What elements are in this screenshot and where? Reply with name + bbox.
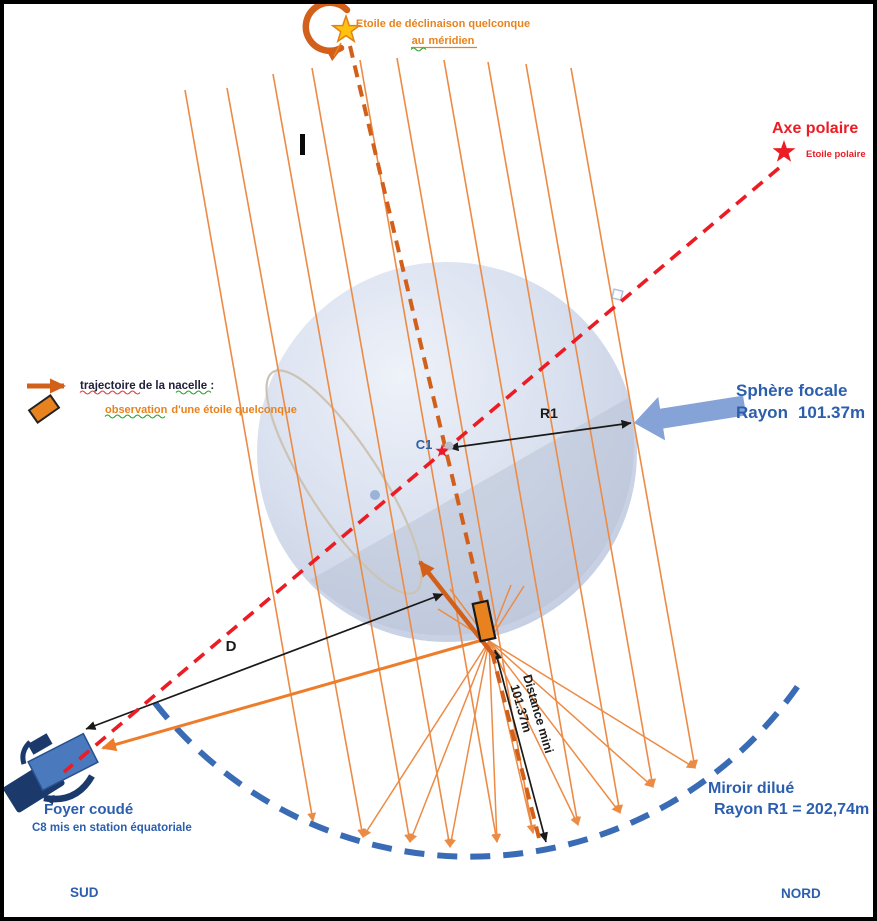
min-distance-arrow <box>493 649 548 843</box>
declination-sight-line <box>348 45 492 637</box>
d-label: D <box>226 638 237 655</box>
legend-observation-diamond-icon <box>27 394 61 424</box>
coude-beam-arrow <box>101 637 487 752</box>
reflected-ray <box>488 640 654 788</box>
r1-label: R1 <box>540 405 558 421</box>
squiggle-red <box>79 390 141 395</box>
device-blue-body <box>27 732 99 792</box>
mirror-label: Miroir dilué <box>708 780 794 797</box>
declination-sight-line-lower <box>490 651 541 839</box>
coude-focus-sublabel: C8 mis en station équatoriale <box>32 822 192 834</box>
declination-star-label: Etoile de déclinaison quelconque <box>356 18 530 30</box>
ink-mark <box>300 134 305 155</box>
legend-trajectory-label: trajectoire de la nacelle : <box>80 380 214 392</box>
c1-shadow-dot <box>444 441 454 451</box>
diluted-mirror-arc <box>152 678 805 860</box>
south-label: SUD <box>70 885 99 900</box>
polar-axis-line <box>62 166 781 774</box>
polar-star-icon <box>772 140 796 162</box>
selection-handle-artifact <box>611 288 624 301</box>
squiggle-green <box>410 47 427 52</box>
coude-focus-device <box>3 732 99 813</box>
squiggle-green <box>175 390 212 395</box>
c1-marker <box>435 444 449 457</box>
declination-star-icon <box>330 13 362 44</box>
reflected-ray <box>447 640 490 848</box>
north-label: NORD <box>781 886 821 901</box>
r1-arrow <box>448 419 632 452</box>
coude-focus-label: Foyer coudé <box>44 801 133 818</box>
light-ray <box>570 67 699 769</box>
nacelle-trajectory-ellipse <box>265 369 423 595</box>
nacelle <box>471 599 497 643</box>
sphere-dot <box>370 490 380 500</box>
star-tail <box>333 42 342 57</box>
d-arrow <box>85 593 444 730</box>
polar-star-label: Etoile polaire <box>806 149 866 160</box>
reflected-ray <box>408 640 490 843</box>
focal-sphere-label: Sphère focale <box>736 381 848 400</box>
focal-sphere-callout-arrow-icon <box>634 395 747 441</box>
device-rotation-arrow <box>43 774 95 805</box>
device-finder <box>27 733 53 755</box>
c1-label: C1 <box>416 437 433 452</box>
mirror-radius-label: Rayon R1 = 202,74m <box>714 801 869 818</box>
focal-sphere-shading <box>310 398 634 636</box>
device-hook <box>20 740 32 765</box>
reflected-ray <box>362 640 490 838</box>
polar-axis-label: Axe polaire <box>772 120 858 137</box>
squiggle-green <box>104 414 166 419</box>
